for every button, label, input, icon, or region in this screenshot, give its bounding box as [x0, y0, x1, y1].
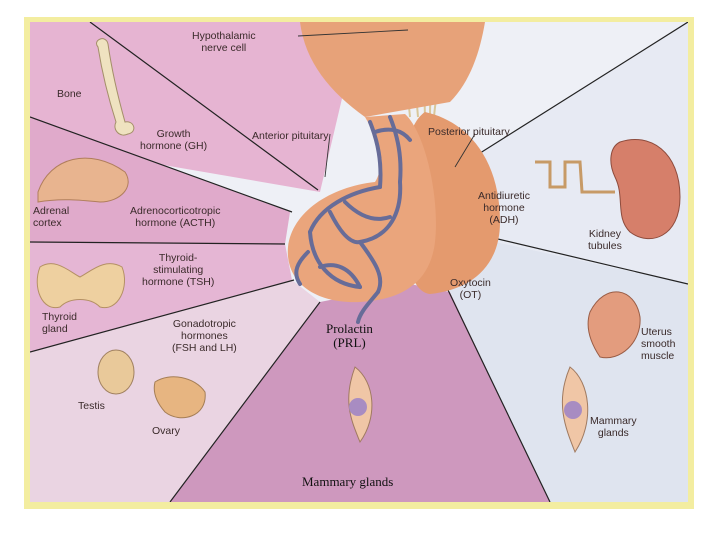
ovary-illustration [153, 376, 206, 419]
hypothalamic-nerve-cell-label: Hypothalamic nerve cell [192, 30, 256, 54]
kidney-illustration [610, 138, 681, 240]
gonadotropic-label: Gonadotropic hormones (FSH and LH) [172, 318, 237, 354]
bone-label: Bone [57, 88, 82, 100]
ovary-label: Ovary [152, 425, 181, 437]
acth-region [30, 117, 290, 244]
posterior-pituitary-label: Posterior pituitary [428, 126, 510, 138]
mammary-tissue-bottom [349, 398, 367, 416]
portal-vessels [294, 115, 412, 324]
growth-hormone-label: Growth hormone (GH) [140, 128, 208, 152]
testis-illustration [97, 349, 135, 395]
adrenal-cortex-label: Adrenal cortex [33, 205, 70, 229]
uterus-illustration [587, 291, 641, 359]
mammary-glands-right-label: Mammary glands [590, 415, 637, 439]
leader-lines [297, 29, 476, 178]
oxytocin-label: Oxytocin (OT) [450, 277, 491, 301]
bone-illustration [96, 38, 135, 136]
kidney-tubules-label: Kidney tubules [588, 228, 622, 252]
acth-label: Adrenocorticotropic hormone (ACTH) [130, 205, 221, 229]
adh-label: Antidiuretic hormone (ADH) [478, 190, 530, 226]
prolactin-label: Prolactin (PRL) [326, 321, 373, 350]
adrenal-cortex-illustration [37, 157, 129, 203]
pituitary-diagram [30, 22, 688, 502]
anterior-pituitary-label: Anterior pituitary [252, 130, 329, 142]
uterus-smooth-muscle-label: Uterus smooth muscle [641, 326, 676, 362]
tsh-label: Thyroid- stimulating hormone (TSH) [142, 252, 215, 288]
thyroid-gland-label: Thyroid gland [42, 311, 78, 335]
divider-lines [30, 22, 688, 502]
mammary-glands-bottom-label: Mammary glands [302, 474, 394, 489]
thyroid-illustration [36, 263, 126, 309]
pituitary-stalk [300, 22, 485, 117]
kidney-tubule-illustration [535, 160, 615, 194]
testis-label: Testis [78, 400, 105, 412]
mammary-tissue-right [564, 401, 582, 419]
